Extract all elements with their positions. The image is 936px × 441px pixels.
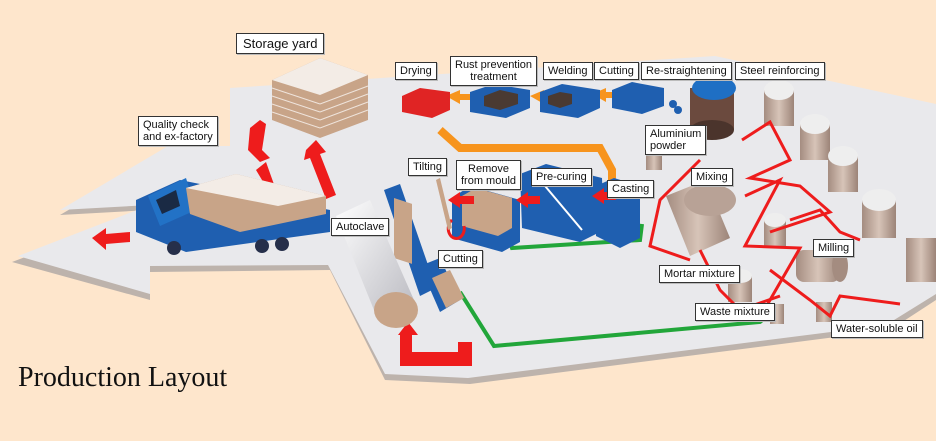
label-cutting-block: Cutting bbox=[438, 250, 483, 268]
label-text: Cutting bbox=[443, 253, 478, 265]
silo bbox=[800, 114, 830, 160]
label-re-straightening: Re-straightening bbox=[641, 62, 732, 80]
label-text: Casting bbox=[612, 183, 650, 195]
label-pre-curing: Pre-curing bbox=[531, 168, 592, 186]
autoclave-door-blocks bbox=[374, 292, 418, 328]
diagram-title: Production Layout bbox=[18, 362, 228, 393]
label-text: and ex-factory bbox=[143, 131, 213, 143]
silo bbox=[828, 146, 858, 192]
milling-drum bbox=[796, 250, 848, 282]
silos bbox=[646, 80, 936, 324]
steel-coil bbox=[690, 76, 736, 140]
label-text: Aluminium bbox=[650, 128, 702, 140]
label-text: Milling bbox=[818, 242, 850, 254]
label-text: Rust prevention bbox=[455, 59, 533, 71]
truck bbox=[136, 174, 330, 255]
flow-arrow-up bbox=[304, 140, 336, 199]
cutting-steel-machine bbox=[612, 82, 664, 114]
red-pipework bbox=[648, 119, 901, 319]
label-text: Welding bbox=[548, 65, 588, 77]
silo bbox=[764, 80, 794, 126]
label-text: Tilting bbox=[413, 161, 442, 173]
label-text: Water-soluble oil bbox=[836, 323, 918, 335]
re-straightening-rollers bbox=[669, 100, 677, 108]
label-text: Drying bbox=[400, 65, 432, 77]
flow-arrow-precure bbox=[516, 192, 540, 208]
label-text: powder bbox=[650, 140, 687, 152]
orange-arrow-1 bbox=[446, 90, 470, 104]
tilting-blade bbox=[436, 178, 452, 230]
label-text: Quality check bbox=[143, 119, 210, 131]
flow-arrow-exit bbox=[92, 228, 130, 250]
label-text: Mortar mixture bbox=[664, 268, 735, 280]
label-text: treatment bbox=[470, 71, 517, 83]
label-welding: Welding bbox=[543, 62, 593, 80]
label-text: Mixing bbox=[696, 171, 728, 183]
label-text: Autoclave bbox=[336, 221, 385, 233]
drying-machine bbox=[402, 88, 450, 118]
label-water-soluble-oil: Water-soluble oil bbox=[831, 320, 923, 338]
label-text: Remove bbox=[468, 163, 509, 175]
label-waste-mixture: Waste mixture bbox=[695, 303, 775, 321]
mixer bbox=[666, 180, 736, 256]
label-text: Re-straightening bbox=[646, 65, 727, 77]
label-mortar-mixture: Mortar mixture bbox=[659, 265, 740, 283]
label-text: Storage yard bbox=[243, 36, 318, 51]
label-text: from mould bbox=[461, 175, 517, 187]
aluminium-powder-tank bbox=[646, 150, 662, 170]
label-drying: Drying bbox=[395, 62, 437, 80]
label-text: Steel reinforcing bbox=[740, 65, 820, 77]
label-steel-reinforcing: Steel reinforcing bbox=[735, 62, 825, 80]
flow-arrow-remove bbox=[448, 192, 474, 208]
label-cutting-steel: Cutting bbox=[594, 62, 639, 80]
label-milling: Milling bbox=[813, 239, 855, 257]
label-text: Pre-curing bbox=[536, 171, 587, 183]
label-storage-yard: Storage yard bbox=[236, 33, 325, 54]
silo bbox=[906, 238, 936, 282]
small-silo bbox=[764, 213, 786, 246]
label-mixing: Mixing bbox=[691, 168, 733, 186]
storage-yard-stack bbox=[271, 58, 369, 138]
label-tilting: Tilting bbox=[408, 158, 447, 176]
label-text: Cutting bbox=[599, 65, 634, 77]
flow-arrow-storage bbox=[248, 120, 270, 162]
flow-arrow-autoclave bbox=[398, 322, 472, 366]
steel-path bbox=[437, 127, 616, 190]
steel-line-machines bbox=[402, 76, 736, 140]
label-text: Waste mixture bbox=[700, 306, 770, 318]
label-autoclave: Autoclave bbox=[331, 218, 390, 236]
silo bbox=[862, 189, 896, 238]
label-casting: Casting bbox=[607, 180, 655, 198]
